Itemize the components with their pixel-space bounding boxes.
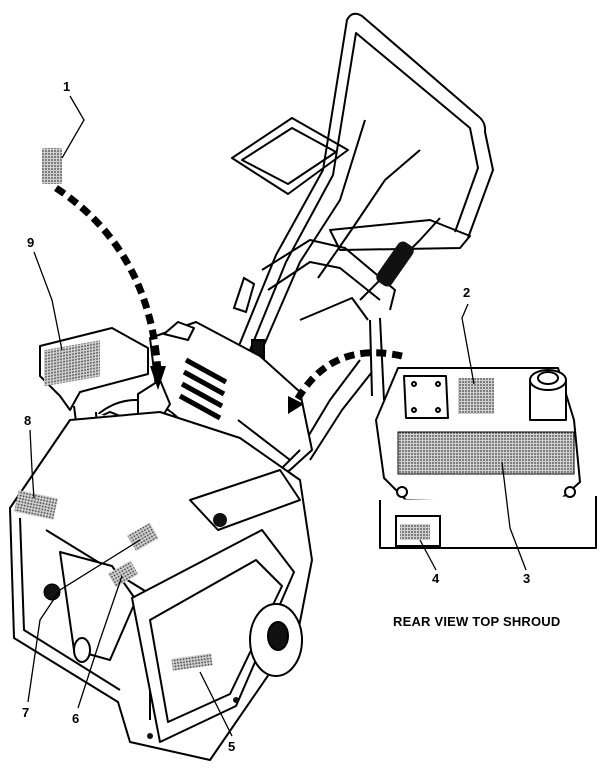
decal-6 [107,560,139,588]
decal-8 [14,490,58,520]
decal-5 [171,653,213,671]
decal-3 [397,431,575,475]
arrowheads [150,366,304,414]
callout-4: 4 [432,571,440,586]
inset-caption: REAR VIEW TOP SHROUD [393,614,561,629]
callout-6: 6 [72,711,80,726]
decal-9 [44,340,100,387]
decal-7 [127,522,159,552]
callout-5: 5 [228,739,236,754]
callout-7: 7 [22,705,30,720]
auger-housing [9,411,313,761]
decal-1 [42,148,62,184]
handle-grip [376,241,414,287]
leader-lines [27,95,527,737]
callout-8: 8 [24,413,32,428]
callout-3: 3 [523,571,531,586]
decal-4 [400,524,430,540]
wheel [249,603,303,677]
callout-9: 9 [27,235,35,250]
callout-1: 1 [63,79,71,94]
gear-icon [213,513,227,527]
callout-2: 2 [463,285,471,300]
decal-2 [458,378,494,414]
